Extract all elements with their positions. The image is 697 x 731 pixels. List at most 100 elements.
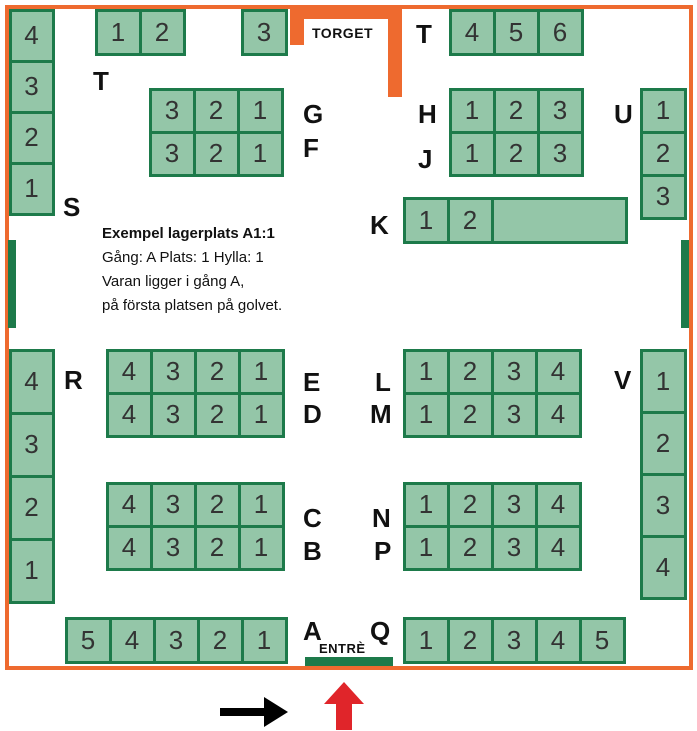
shelf-slot-np-0-3: 4 [534,481,582,528]
aisle-label-t-right: T [416,19,432,49]
shelf-slot-hj-1-0: 1 [448,130,496,177]
shelf-slot-gf-1-2: 1 [236,130,284,177]
shelf-slot-bottom_q-2: 3 [490,616,538,664]
wall-right [689,5,693,670]
shelf-slot-cb-0-3: 1 [237,481,285,528]
shelf-slot-left_bottom-2: 2 [8,474,55,541]
example-note: Exempel lagerplats A1:1 Gång: A Plats: 1… [102,222,282,318]
aisle-label-e: E [303,367,321,397]
shelf-slot-v-2: 3 [639,472,687,538]
shelf-slot-np-0-1: 2 [446,481,494,528]
shelf-slot-top_a-0: 1 [94,8,142,56]
shelf-slot-hj-0-1: 2 [492,87,540,134]
door-right [681,240,689,328]
shelf-slot-ed-0-2: 2 [193,348,241,395]
shelf-slot-v-1: 2 [639,410,687,476]
aisle-label-m: M [370,399,392,429]
shelf-slot-bottom_a-4: 1 [240,616,288,664]
aisle-label-j: J [418,144,433,174]
torget-wall-right [388,5,402,97]
example-line-3: på första platsen på golvet. [102,297,283,314]
shelf-slot-cb-1-1: 3 [149,524,197,571]
shelf-slot-gf-1-1: 2 [192,130,240,177]
shelf-slot-lm-1-0: 1 [402,391,450,438]
shelf-slot-np-1-2: 3 [490,524,538,571]
aisle-label-l: L [375,367,391,397]
shelf-slot-cb-1-3: 1 [237,524,285,571]
shelf-slot-lm-1-2: 3 [490,391,538,438]
torget-wall-left [290,5,304,45]
aisle-label-h: H [418,99,437,129]
shelf-slot-ed-1-2: 2 [193,391,241,438]
shelf-slot-k-1: 2 [446,196,494,244]
shelf-slot-gf-0-0: 3 [148,87,196,134]
shelf-slot-lm-0-0: 1 [402,348,450,395]
shelf-slot-bottom_q-1: 2 [446,616,494,664]
shelf-slot-u-2: 3 [639,173,687,220]
shelf-slot-lm-0-1: 2 [446,348,494,395]
shelf-block-top-b: 3 [240,8,288,56]
shelf-slot-np-0-0: 1 [402,481,450,528]
shelf-slot-hj-1-2: 3 [536,130,584,177]
shelf-slot-bottom_a-3: 2 [196,616,244,664]
shelf-slot-gf-0-2: 1 [236,87,284,134]
torget-label: TORGET [312,25,374,41]
shelf-slot-lm-0-2: 3 [490,348,538,395]
aisle-label-a: A [303,616,322,646]
shelf-slot-bottom_q-3: 4 [534,616,582,664]
aisle-label-v: V [614,365,632,395]
shelf-slot-k-2 [490,196,628,244]
shelf-slot-cb-1-0: 4 [105,524,153,571]
shelf-slot-ed-0-1: 3 [149,348,197,395]
aisle-label-t-left: T [93,66,109,96]
wall-left [5,5,9,670]
shelf-slot-left_top-2: 2 [8,110,55,165]
shelf-slot-u-1: 2 [639,130,687,177]
shelf-slot-top_right-0: 4 [448,8,496,56]
shelf-slot-lm-1-3: 4 [534,391,582,438]
shelf-slot-top_a-1: 2 [138,8,186,56]
example-line-2: Varan ligger i gång A, [102,273,245,290]
aisle-label-r: R [64,365,83,395]
aisle-label-u: U [614,99,633,129]
torget-wall-top [290,5,402,19]
shelf-slot-hj-0-2: 3 [536,87,584,134]
aisle-label-b: B [303,536,322,566]
shelf-slot-left_top-1: 3 [8,59,55,114]
shelf-slot-left_bottom-1: 3 [8,411,55,478]
shelf-slot-v-0: 1 [639,348,687,414]
door-left [8,240,16,328]
entrance-door [305,657,393,666]
shelf-slot-bottom_q-4: 5 [578,616,626,664]
arrow-up-icon [324,682,364,730]
shelf-slot-np-0-2: 3 [490,481,538,528]
shelf-slot-cb-0-0: 4 [105,481,153,528]
shelf-slot-hj-0-0: 1 [448,87,496,134]
aisle-label-k: K [370,210,389,240]
aisle-label-p: P [374,536,392,566]
shelf-slot-left_top-0: 4 [8,8,55,63]
shelf-slot-left_bottom-0: 4 [8,348,55,415]
shelf-slot-ed-0-3: 1 [237,348,285,395]
arrow-right-icon [220,697,288,727]
shelf-slot-cb-1-2: 2 [193,524,241,571]
shelf-slot-np-1-0: 1 [402,524,450,571]
aisle-label-f: F [303,133,319,163]
shelf-slot-lm-0-3: 4 [534,348,582,395]
shelf-slot-v-3: 4 [639,534,687,600]
shelf-slot-gf-0-1: 2 [192,87,240,134]
shelf-slot-top_right-2: 6 [536,8,584,56]
shelf-slot-lm-1-1: 2 [446,391,494,438]
